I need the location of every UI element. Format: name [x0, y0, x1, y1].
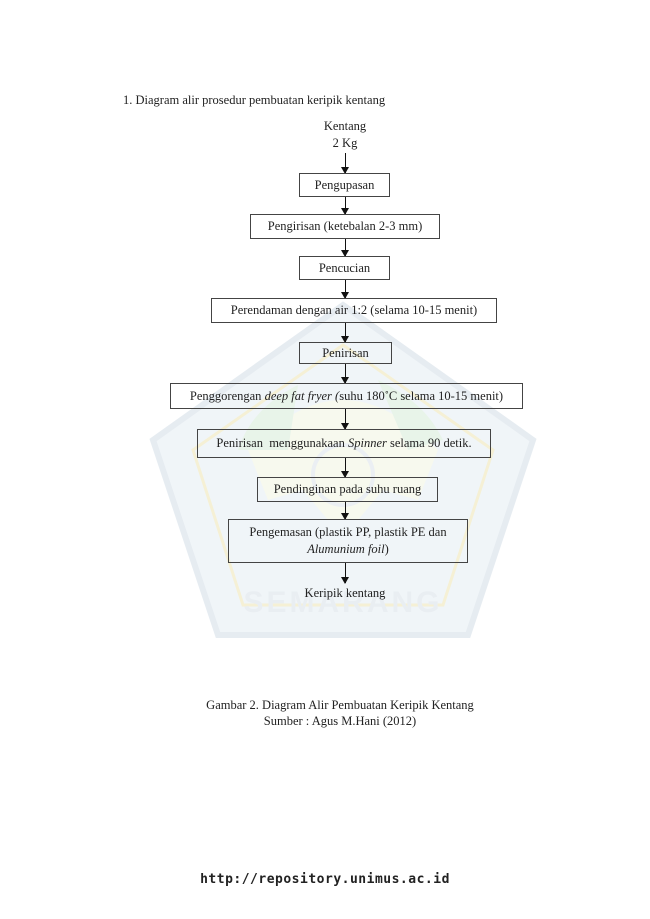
start-label: Kentang — [323, 119, 367, 133]
step-penirisan: Penirisan — [299, 342, 392, 364]
figure-caption: Gambar 2. Diagram Alir Pembuatan Keripik… — [150, 697, 530, 729]
step-label: Pengirisan (ketebalan 2-3 mm) — [267, 219, 423, 233]
step-pengirisan: Pengirisan (ketebalan 2-3 mm) — [250, 214, 440, 239]
step-label-italic: Alumunium foil — [307, 542, 385, 556]
step-label: Pengemasan (plastik PP, plastik PE dan — [249, 525, 447, 539]
flow-arrow — [341, 280, 349, 299]
step-pengemasan: Pengemasan (plastik PP, plastik PE dan A… — [228, 519, 468, 563]
step-label-italic: Spinner — [347, 436, 387, 450]
step-label: selama 90 detik. — [386, 436, 472, 450]
caption-source: Sumber : Agus M.Hani (2012) — [263, 714, 417, 728]
step-pengupasan: Pengupasan — [299, 173, 390, 197]
step-label: Perendaman dengan air 1:2 (selama 10-15 … — [230, 303, 478, 317]
step-label: ) — [384, 542, 389, 556]
flow-arrow — [341, 364, 349, 384]
step-label: Pendinginan pada suhu ruang — [273, 482, 422, 496]
step-perendaman: Perendaman dengan air 1:2 (selama 10-15 … — [211, 298, 497, 323]
flow-arrow — [341, 323, 349, 343]
start-node: Kentang 2 Kg — [300, 118, 390, 152]
flow-arrow — [341, 502, 349, 520]
flow-arrow — [341, 563, 349, 584]
caption-title: Gambar 2. Diagram Alir Pembuatan Keripik… — [206, 698, 474, 712]
step-label: Penirisan — [322, 345, 369, 360]
step-label: Penirisan menggunakaan — [216, 436, 348, 450]
step-label-italic: deep fat fryer ( — [264, 388, 340, 403]
flow-arrow — [341, 409, 349, 430]
step-penggorengan: Penggorengan deep fat fryer (suhu 180˚C … — [170, 383, 523, 409]
svg-text:SEMARANG: SEMARANG — [243, 586, 442, 619]
flow-arrow — [341, 458, 349, 478]
start-quantity: 2 Kg — [332, 136, 358, 150]
flow-arrow — [341, 153, 349, 174]
step-label: suhu 180˚C selama 10-15 menit) — [339, 388, 504, 403]
step-label: Penggorengan — [189, 388, 265, 403]
flow-arrow — [341, 197, 349, 215]
step-label: Pengupasan — [314, 177, 375, 192]
step-pendinginan: Pendinginan pada suhu ruang — [257, 477, 438, 502]
university-logo-watermark: SEMARANG — [149, 301, 537, 638]
section-heading: 1. Diagram alir prosedur pembuatan kerip… — [123, 93, 386, 107]
step-penirisan-spinner: Penirisan menggunakaan Spinner selama 90… — [197, 429, 491, 458]
step-label-line2: Alumunium foil) — [307, 541, 389, 558]
repository-url-footer: http://repository.unimus.ac.id — [200, 872, 450, 887]
step-pencucian: Pencucian — [299, 256, 390, 280]
end-node: Keripik kentang — [304, 586, 386, 600]
flow-arrow — [341, 239, 349, 257]
step-label: Pencucian — [318, 260, 371, 275]
